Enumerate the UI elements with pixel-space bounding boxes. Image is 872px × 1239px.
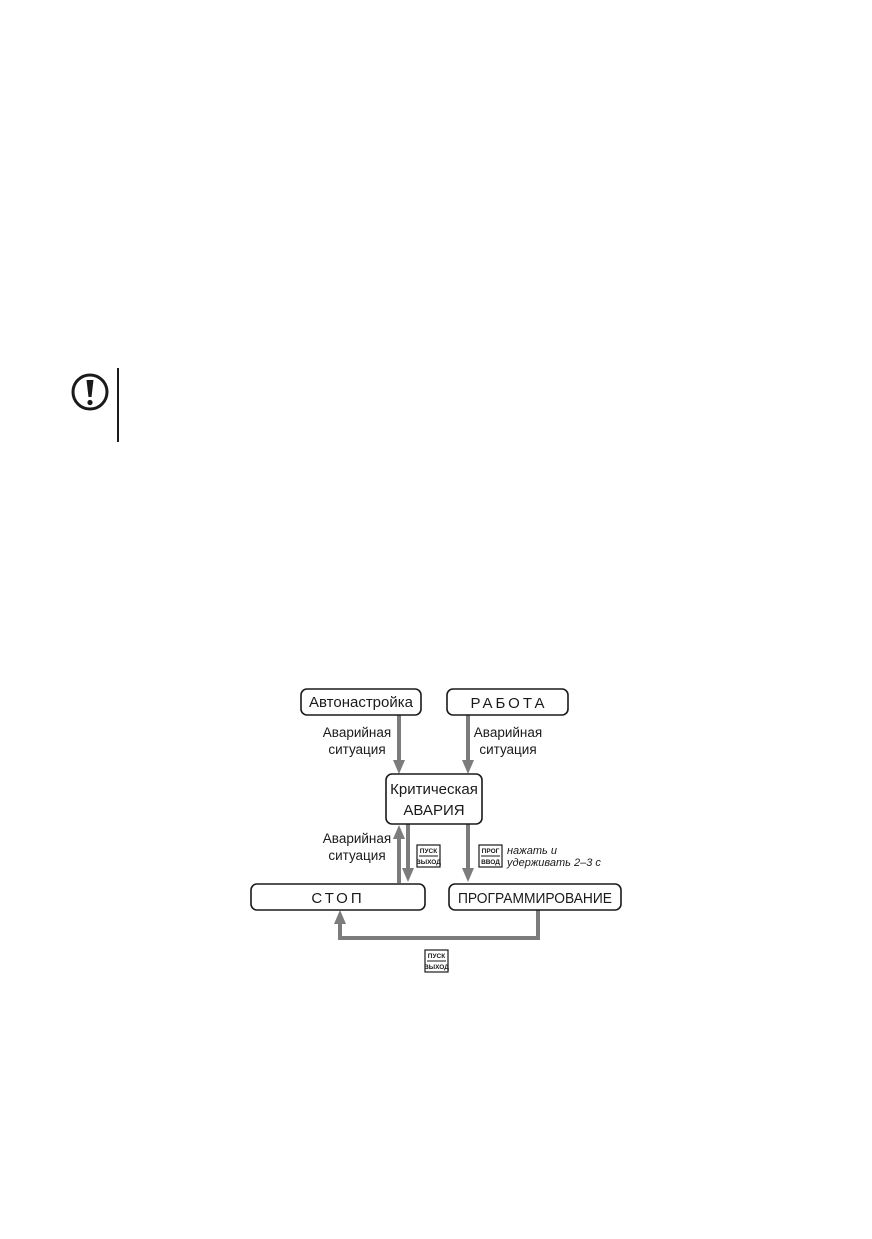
label-alarm-work-line2: ситуация [479, 742, 536, 757]
arrowhead-stop-to-critical [393, 825, 405, 839]
key-start-exit-bottom-bottom: ВЫХОД [424, 964, 449, 971]
notice-divider [117, 368, 119, 442]
node-stop-label: СТОП [311, 890, 364, 907]
node-critical-line2: АВАРИЯ [403, 802, 464, 819]
label-alarm-work-line1: Аварийная [474, 725, 542, 740]
key-prog-enter-bottom: ВВОД [481, 859, 500, 866]
label-hold-line1: нажать и [507, 845, 557, 857]
node-critical-alarm: Критическая АВАРИЯ [385, 773, 483, 825]
key-start-exit-bottom-top: ПУСК [428, 953, 445, 960]
arrowhead-autotune-to-critical [393, 760, 405, 774]
exclamation-circle-icon [71, 373, 109, 411]
label-alarm-autotune-line1: Аварийная [323, 725, 391, 740]
key-start-exit-bottom-icon: ПУСК ВЫХОД [424, 949, 449, 973]
arrowhead-programming-to-stop [334, 910, 346, 924]
label-alarm-stop-line2: ситуация [328, 848, 385, 863]
key-start-exit-icon: ПУСК ВЫХОД [416, 844, 441, 868]
node-autotune: Автонастройка [300, 688, 422, 716]
label-alarm-stop-line1: Аварийная [323, 831, 391, 846]
key-prog-enter-top: ПРОГ [482, 848, 500, 855]
arrowhead-work-to-critical [462, 760, 474, 774]
label-alarm-autotune-line2: ситуация [328, 742, 385, 757]
label-hold-line2: удерживать 2–3 с [506, 857, 601, 869]
node-autotune-label: Автонастройка [309, 694, 414, 711]
node-critical-line1: Критическая [390, 781, 478, 798]
node-programming-label: ПРОГРАММИРОВАНИЕ [458, 890, 612, 907]
key-start-exit-top: ПУСК [420, 848, 437, 855]
node-work: РАБОТА [446, 688, 569, 716]
key-start-exit-bottom: ВЫХОД [416, 859, 441, 866]
arrowhead-critical-to-programming [462, 868, 474, 882]
node-programming: ПРОГРАММИРОВАНИЕ [448, 883, 622, 911]
node-stop: СТОП [250, 883, 426, 911]
key-prog-enter-icon: ПРОГ ВВОД [478, 844, 503, 868]
arrow-programming-to-stop [338, 910, 540, 940]
node-work-label: РАБОТА [470, 695, 547, 712]
arrowhead-critical-to-stop [402, 868, 414, 882]
